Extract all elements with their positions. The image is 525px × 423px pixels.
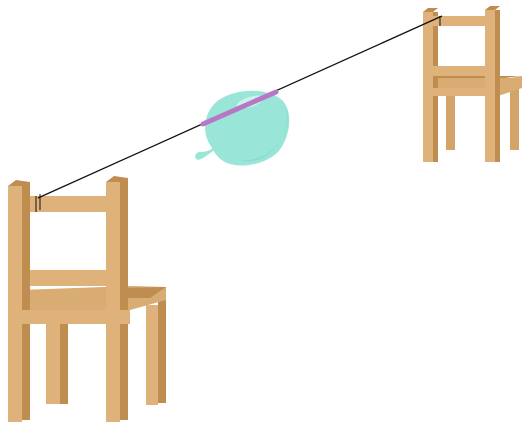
near-chair bbox=[8, 176, 166, 422]
chair-top-rail bbox=[30, 196, 106, 212]
far-chair bbox=[423, 6, 522, 162]
chair-back-post bbox=[423, 12, 433, 162]
chair-back-leg bbox=[146, 305, 158, 405]
chair-post-side bbox=[495, 10, 500, 162]
chair-back-leg bbox=[46, 318, 60, 404]
chair-back-post bbox=[8, 186, 22, 422]
chair-post-cap bbox=[485, 6, 500, 10]
chair-back-leg-side bbox=[158, 300, 166, 403]
chair-seat-top bbox=[430, 76, 520, 78]
chair-back-leg-side bbox=[60, 316, 68, 404]
chair-back-post-side bbox=[120, 178, 128, 420]
chair-mid-rail bbox=[30, 270, 106, 286]
balloon-neck bbox=[195, 148, 214, 160]
chair-post-side bbox=[433, 12, 438, 162]
chair-front-rail bbox=[433, 88, 485, 96]
chair-back-post-side bbox=[22, 182, 30, 420]
chair-back-post bbox=[106, 182, 120, 422]
balloon bbox=[195, 91, 289, 166]
chair-back-post bbox=[485, 10, 495, 162]
chair-front-rail bbox=[20, 310, 130, 324]
chair-mid-rail bbox=[433, 66, 485, 76]
chair-post-cap bbox=[423, 8, 438, 12]
chair-back-leg bbox=[446, 88, 455, 150]
chair-top-rail bbox=[433, 16, 485, 26]
